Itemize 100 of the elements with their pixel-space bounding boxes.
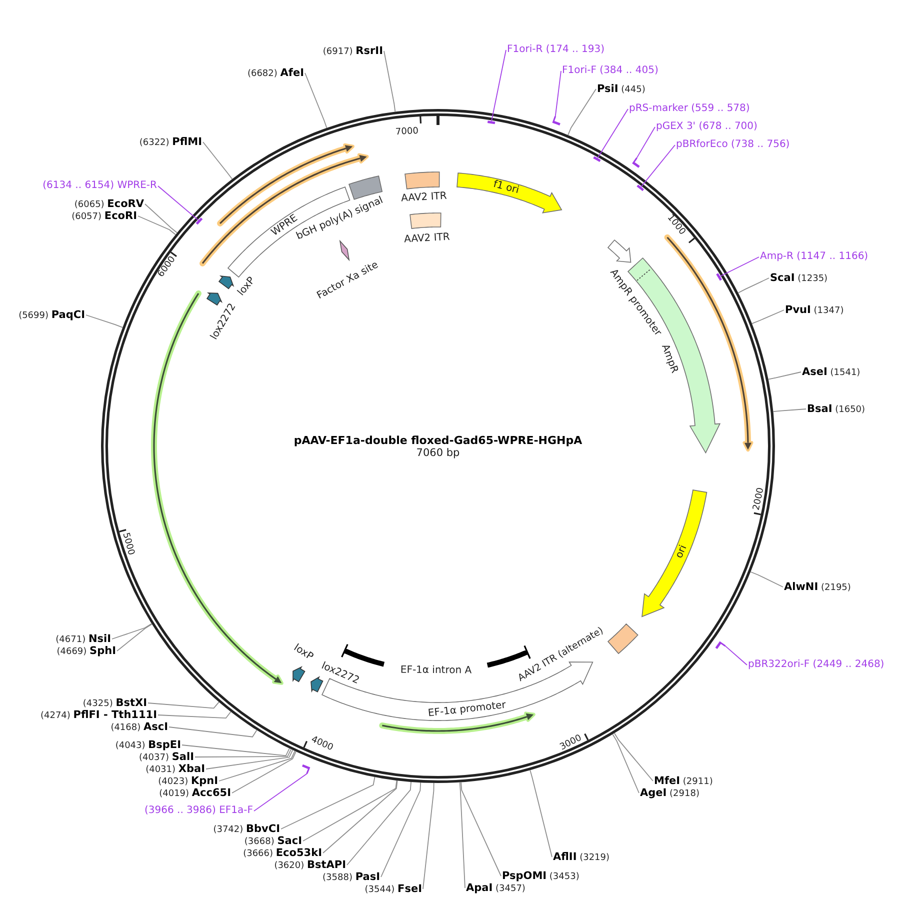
primer-label: pGEX 3' (678 .. 700) bbox=[656, 121, 758, 133]
leader-line bbox=[232, 751, 296, 794]
leader-line bbox=[254, 773, 308, 812]
leader-line bbox=[614, 732, 654, 782]
leader-line bbox=[554, 70, 562, 117]
restriction-site-label: MfeI (2911) bbox=[654, 775, 713, 787]
leader-line bbox=[422, 782, 434, 890]
leader-line bbox=[597, 108, 628, 158]
restriction-site-label: (5699) PaqCI bbox=[18, 309, 85, 321]
primer-label: F1ori-F (384 .. 405) bbox=[562, 65, 658, 77]
leader-line bbox=[346, 781, 412, 866]
primer-binding-mark bbox=[552, 116, 560, 126]
primer-binding-mark bbox=[636, 184, 644, 192]
feature-label: ori bbox=[674, 544, 690, 561]
restriction-site-label: AlwNI (2195) bbox=[784, 581, 851, 593]
plasmid-length: 7060 bp bbox=[416, 447, 460, 459]
restriction-site-label: (4168) AscI bbox=[110, 721, 168, 733]
leader-line bbox=[168, 726, 258, 738]
primer-binding-mark bbox=[715, 641, 726, 649]
leader-line bbox=[459, 782, 466, 888]
restriction-site-label: (4274) PflFI - Tth111I bbox=[40, 709, 157, 721]
leader-line bbox=[491, 50, 506, 122]
leader-line bbox=[460, 782, 502, 876]
leader-line bbox=[202, 142, 233, 180]
leader-line bbox=[304, 72, 328, 128]
leader-line bbox=[752, 310, 784, 324]
leader-line bbox=[86, 314, 123, 328]
restriction-site-label: (3588) PasI bbox=[322, 871, 380, 883]
leader-line bbox=[768, 372, 802, 380]
leader-line bbox=[322, 780, 398, 854]
restriction-site-label: (3544) FseI bbox=[364, 883, 422, 895]
restriction-site-label: PvuI (1347) bbox=[785, 304, 844, 316]
restriction-site-label: (3620) BstAPI bbox=[274, 859, 346, 871]
leader-line bbox=[144, 204, 178, 234]
restriction-site-label: (4023) KpnI bbox=[158, 775, 218, 787]
scale-label: 7000 bbox=[395, 126, 419, 138]
scale-label: 4000 bbox=[310, 735, 335, 754]
leader-line bbox=[116, 624, 152, 652]
primer-label: (6134 .. 6154) WPRE-R bbox=[42, 180, 157, 192]
restriction-site-label: PsiI (445) bbox=[597, 83, 646, 95]
leader-line bbox=[640, 144, 676, 188]
leader-line bbox=[302, 780, 398, 842]
leader-line bbox=[738, 278, 770, 294]
feature-label: AAV2 ITR bbox=[404, 232, 450, 246]
feature-label: loxP bbox=[291, 642, 315, 664]
leader-line bbox=[148, 702, 220, 709]
leader-line bbox=[182, 744, 290, 756]
plasmid-name: pAAV-EF1a-double floxed-Gad65-WPRE-HGHpA bbox=[294, 434, 582, 447]
leader-line bbox=[158, 711, 232, 719]
restriction-site-label: AseI (1541) bbox=[802, 366, 860, 378]
restriction-site-label: BsaI (1650) bbox=[807, 403, 866, 415]
leader-line bbox=[218, 750, 296, 782]
feature-label: AmpR bbox=[658, 343, 680, 376]
restriction-site-label: (6682) AfeI bbox=[247, 67, 304, 79]
primer-label: pRS-marker (559 .. 578) bbox=[629, 103, 750, 115]
restriction-site-label: (4031) XbaI bbox=[146, 763, 205, 775]
restriction-site-label: (4669) SphI bbox=[56, 645, 116, 657]
restriction-site-label: ScaI (1235) bbox=[770, 272, 828, 284]
restriction-site-label: (6057) EcoRI bbox=[72, 210, 137, 222]
primer-label: Amp-R (1147 .. 1166) bbox=[760, 251, 868, 263]
scale-label: 5000 bbox=[120, 532, 136, 557]
restriction-site-label: (4037) SalI bbox=[139, 751, 194, 763]
leader-line bbox=[530, 770, 552, 858]
leader-line bbox=[568, 88, 596, 136]
leader-line bbox=[720, 256, 760, 277]
primer-binding-mark bbox=[302, 764, 310, 774]
restriction-site-label: (4019) Acc65I bbox=[159, 787, 231, 799]
leader-line bbox=[724, 646, 748, 666]
leader-line bbox=[384, 50, 396, 112]
restriction-site-label: (6322) PflMI bbox=[139, 136, 202, 148]
restriction-site-label: AgeI (2918) bbox=[640, 787, 700, 799]
restriction-site-label: (6917) RsrII bbox=[322, 45, 383, 57]
scale-label: 2000 bbox=[751, 486, 766, 512]
restriction-site-label: ApaI (3457) bbox=[466, 882, 526, 894]
feature-label: AAV2 ITR bbox=[401, 191, 448, 206]
leader-line bbox=[206, 750, 294, 770]
leader-line bbox=[194, 748, 292, 758]
restriction-site-label: (3668) SacI bbox=[244, 835, 302, 847]
leader-line bbox=[158, 186, 199, 221]
primer-binding-mark bbox=[487, 120, 496, 124]
leader-line bbox=[636, 126, 656, 158]
restriction-site-label: AflII (3219) bbox=[553, 851, 610, 863]
feature-label: f1 ori bbox=[492, 178, 520, 197]
restriction-site-label: PspOMI (3453) bbox=[502, 870, 580, 882]
primer-label: F1ori-R (174 .. 193) bbox=[507, 44, 605, 56]
restriction-site-label: (4043) BspEI bbox=[115, 739, 181, 751]
leader-line bbox=[380, 782, 422, 878]
primer-binding-mark bbox=[593, 156, 601, 162]
leader-line bbox=[772, 408, 806, 412]
primer-binding-mark bbox=[196, 218, 203, 225]
leader-line bbox=[612, 734, 640, 794]
restriction-site-label: (4325) BstXI bbox=[82, 697, 147, 709]
leader-line bbox=[138, 216, 176, 236]
feature-label: EF-1α intron A bbox=[400, 664, 472, 678]
feature-label: EF-1α promoter bbox=[427, 700, 506, 720]
leader-line bbox=[280, 776, 376, 830]
primer-label: pBRforEco (738 .. 756) bbox=[676, 139, 790, 151]
leader-line bbox=[750, 571, 784, 588]
leader-line bbox=[112, 623, 152, 640]
restriction-site-label: (6065) EcoRV bbox=[74, 198, 144, 210]
